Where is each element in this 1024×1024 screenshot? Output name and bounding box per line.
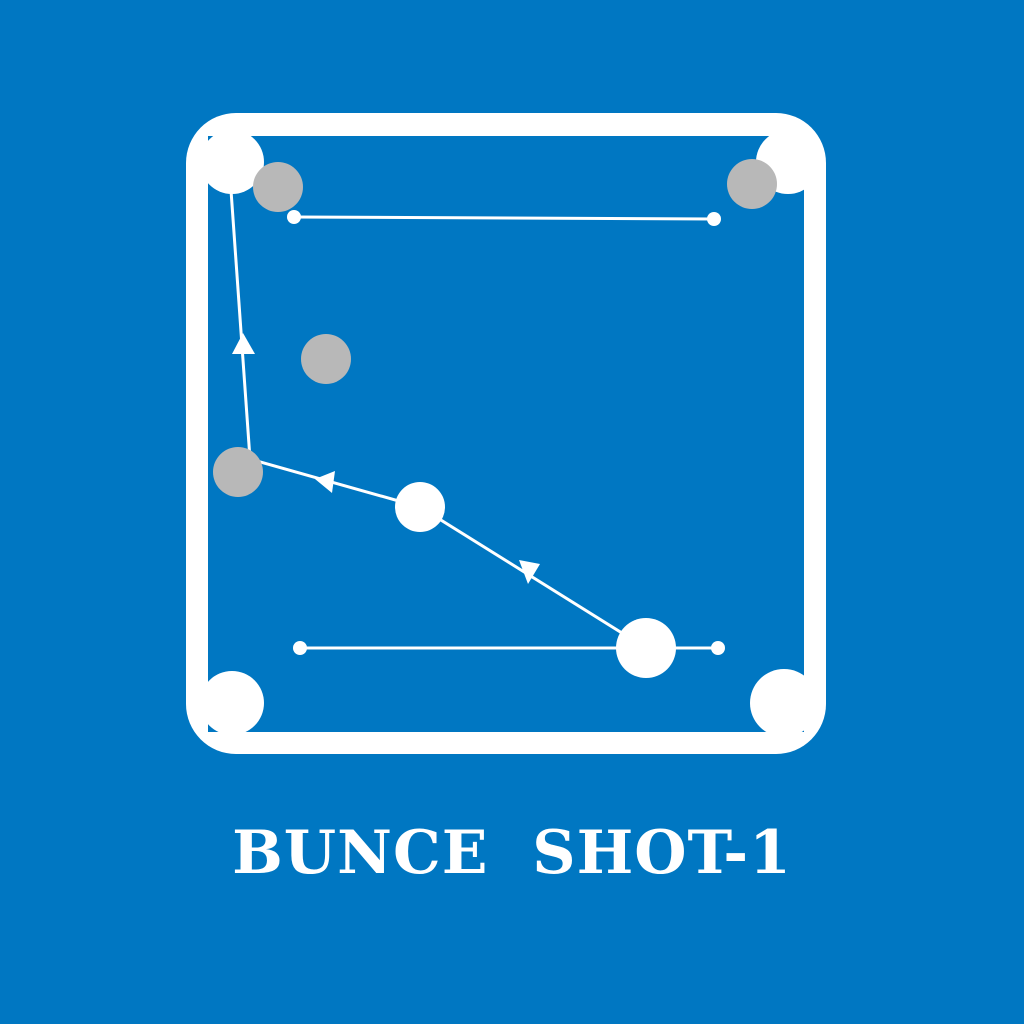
- object-ball-top-left: [253, 162, 303, 212]
- striker: [616, 618, 676, 678]
- shot-path-arrows: [227, 161, 647, 650]
- top-base-line: [293, 215, 715, 221]
- pocket-icon-top-left: [200, 130, 264, 194]
- corner-pockets: [200, 130, 820, 737]
- object-balls: [213, 159, 777, 497]
- object-ball-center-left: [301, 334, 351, 384]
- frame-inner: [208, 136, 804, 732]
- top-base-line-right-dot: [707, 212, 721, 226]
- bottom-base-line-left-dot: [293, 641, 307, 655]
- pocket-icon-bottom-right: [750, 669, 818, 737]
- arrow-icon-2: [315, 471, 335, 493]
- bottom-base-line-right-dot: [711, 641, 725, 655]
- shot-path-line: [227, 161, 647, 650]
- arrow-icon-3: [232, 333, 255, 354]
- striker-balls: [395, 482, 676, 678]
- target-ball: [395, 482, 445, 532]
- board-frame: [186, 113, 826, 754]
- pocket-icon-bottom-left: [200, 671, 264, 735]
- diagram-caption: BUNCE SHOT-1: [232, 818, 792, 888]
- object-ball-top-right: [727, 159, 777, 209]
- object-ball-rebound: [213, 447, 263, 497]
- top-base-line-left-dot: [287, 210, 301, 224]
- arrow-icon-1: [519, 560, 540, 584]
